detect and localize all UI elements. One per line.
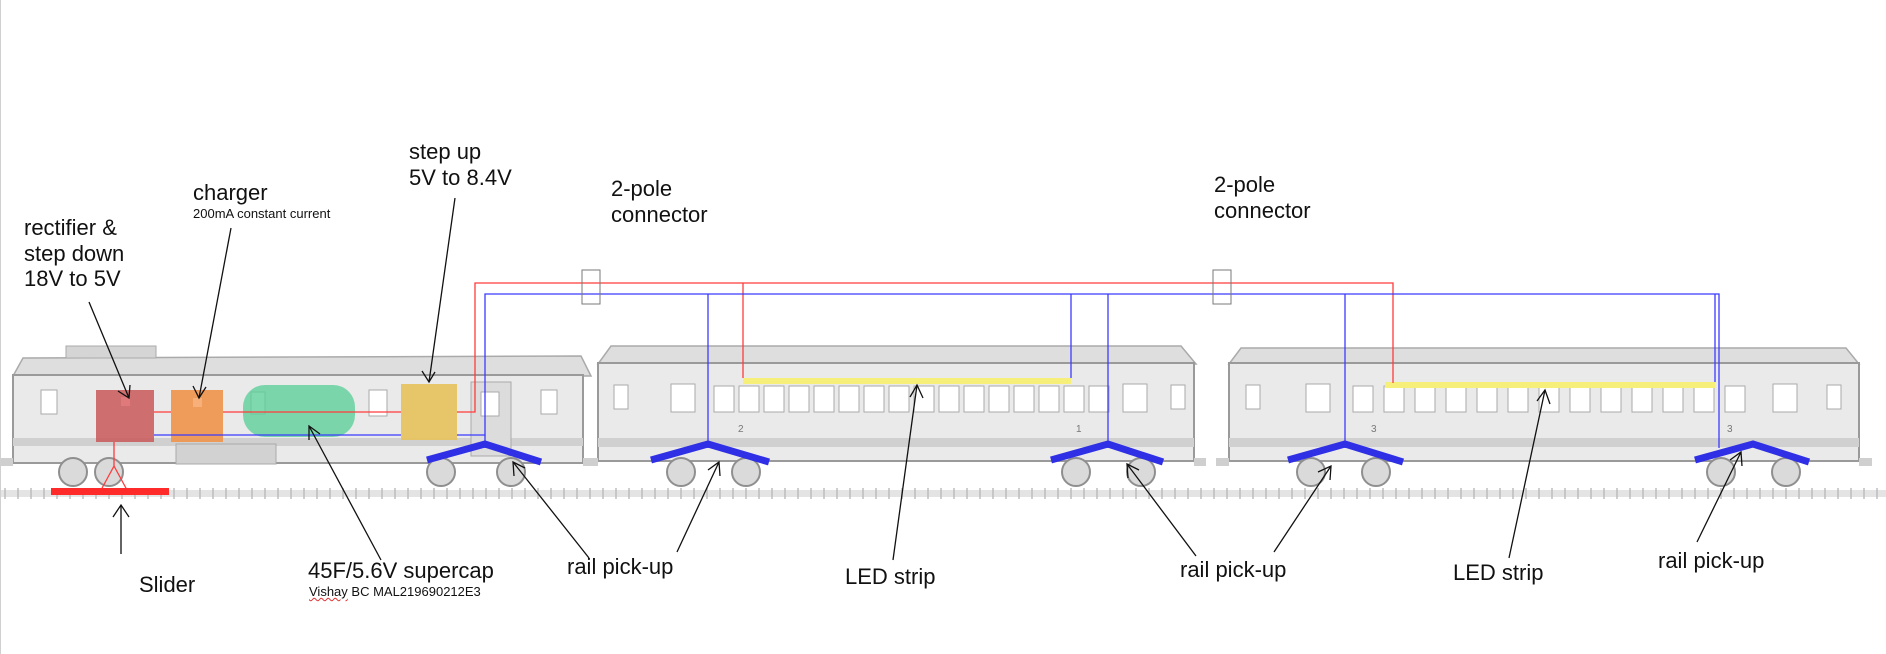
connector-1-label: 2-pole connector [611, 176, 708, 227]
led-strip-2 [1385, 382, 1715, 388]
coach-2-number-left: 2 [738, 424, 744, 435]
coach-window [913, 385, 935, 413]
coach-window [863, 385, 885, 413]
coach-window [1476, 385, 1498, 413]
connector-1-box [581, 269, 601, 305]
coach-window [1662, 385, 1684, 413]
coach-window [1063, 385, 1085, 413]
coach-window [1445, 385, 1467, 413]
coach-window [1352, 385, 1374, 413]
coach-3-number-right: 3 [1727, 424, 1733, 435]
coach-window [763, 385, 785, 413]
charger-chip [193, 398, 202, 407]
coach-3-number-left: 3 [1371, 424, 1377, 435]
coach-window [1088, 385, 1110, 413]
charger-label: charger [193, 180, 268, 205]
slider-label: Slider [139, 572, 196, 597]
rail-pickups [426, 440, 1811, 466]
connector-2-label: 2-pole connector [1214, 172, 1311, 223]
coach-window [788, 385, 810, 413]
supercap-note-part: BC MAL219690212E3 [347, 584, 481, 599]
charger-block [171, 390, 223, 442]
pickup-label-2: rail pick-up [1180, 557, 1287, 582]
stepup-block [401, 384, 457, 440]
coach-window [1538, 385, 1560, 413]
positive-wiring [100, 282, 1394, 491]
led-strip-label-2: LED strip [1453, 560, 1544, 585]
coach-window [1038, 385, 1060, 413]
coach-2-number-right: 1 [1076, 424, 1082, 435]
pickup-label-3: rail pick-up [1658, 548, 1765, 573]
coach-window [1600, 385, 1622, 413]
coach-2: 2 1 [586, 345, 1206, 487]
coach-window [938, 385, 960, 413]
coach-window [713, 385, 735, 413]
connector-2-box [1212, 269, 1232, 305]
coach-window [1631, 385, 1653, 413]
supercap-block [243, 385, 355, 437]
track [1, 488, 1886, 499]
supercap-note: Vishay BC MAL219690212E3 [309, 584, 481, 599]
coach-window [963, 385, 985, 413]
pickup-label-1: rail pick-up [567, 554, 674, 579]
rectifier-chip [121, 397, 130, 406]
coach-window [813, 385, 835, 413]
slider-bar [51, 488, 169, 495]
supercap-label: 45F/5.6V supercap [308, 558, 494, 583]
coach-window [888, 385, 910, 413]
coach-window [1569, 385, 1591, 413]
coach-window [1724, 385, 1746, 413]
charger-note: 200mA constant current [193, 206, 331, 221]
led-strip-label-1: LED strip [845, 564, 936, 589]
coach-window [1414, 385, 1436, 413]
coach-window [738, 385, 760, 413]
supercap-note-brand: Vishay [309, 584, 348, 599]
pointer-arrows [88, 197, 1743, 561]
coach-window [1693, 385, 1715, 413]
stepup-label: step up 5V to 8.4V [409, 139, 512, 190]
coach-window [1507, 385, 1529, 413]
coach-window [1383, 385, 1405, 413]
coach-window [988, 385, 1010, 413]
negative-wiring [154, 293, 1720, 448]
coach-window [1013, 385, 1035, 413]
rectifier-label: rectifier & step down 18V to 5V [24, 215, 125, 292]
led-strip-1 [743, 378, 1071, 384]
coach-window [838, 385, 860, 413]
coach-3: 3 3 [1216, 347, 1872, 487]
